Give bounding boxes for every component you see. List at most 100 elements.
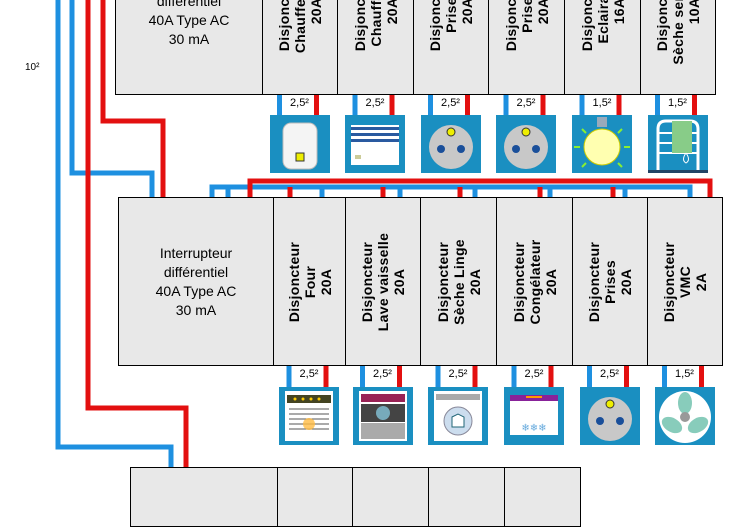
label-line: 20A [459,0,475,24]
label-line: 30 mA [175,301,217,318]
wire-gauge-label: 2,5² [299,368,319,380]
wire-gauge-label: 2,5² [290,97,309,109]
circuit-breaker [504,467,581,527]
differential-switch [130,467,278,527]
label-line: Disjoncteur [661,241,677,322]
differential-switch: Interrupteur différentiel 40A Type AC 30 mA [118,197,274,366]
wire-gauge-label: 2,5² [365,97,385,109]
label-line: Disjoncteur [285,241,302,322]
light-bulb-icon [572,115,632,173]
label-line: différentiel [163,263,229,280]
label-line: Sèche Linge [450,238,467,325]
label-line: Prises [602,259,618,304]
differential-switch-label: Interrupteur différentiel 40A Type AC 30 mA [119,244,273,320]
circuit-breaker [428,467,505,527]
label-line: Disjoncteur [578,0,595,51]
svg-text:❄❄❄: ❄❄❄ [521,423,546,434]
label-line: Disjoncteur [586,241,602,322]
label-line: 20A [534,0,551,24]
label-line: Disjoncteur [654,0,670,51]
label-line: Chauffe-eau [292,0,308,53]
wire-gauge-label: 2,5² [373,368,392,380]
label-line: Disjoncteur [351,0,368,51]
wire-gauge-label: 2,5² [600,368,619,380]
label-line: 20A [618,268,634,295]
label-line: 2A [693,272,709,291]
freezer-icon: ❄❄❄ [504,387,564,445]
label-line: Prises [518,0,535,33]
wire-gauge-label: 1,5² [668,97,687,109]
wire-gauge-label: 2,5² [516,97,536,109]
phase-feeder-bottom [85,0,189,470]
label-line: Sèche serviette [670,0,686,65]
outlet-icon [420,115,481,173]
fan-icon [654,387,715,445]
wire-gauge-label: 1,5² [592,97,612,109]
label-line: Disjoncteur [276,0,292,51]
label-line: Interrupteur [159,244,233,261]
main-cable-gauge-label: 10² [25,62,40,73]
label-line: différentiel [156,0,222,9]
outlet-icon [496,115,556,173]
wire-gauge-label: 2,5² [448,368,468,380]
radiator-icon [345,115,405,173]
label-line: Four [301,265,318,298]
label-line: 20A [391,268,407,295]
label-line: 16A [610,0,627,24]
phase-bus-middle [247,178,713,200]
phase-feeder-middle [100,0,166,200]
label-line: 20A [317,268,334,295]
label-line: Chauffage [367,0,384,47]
neutral-bus-middle [209,184,693,200]
label-line: Disjoncteur [427,0,443,51]
label-line: 10A [686,0,702,24]
label-line: 30 mA [168,30,210,47]
dryer-icon [428,387,488,445]
label-line: Eclairage [594,0,611,43]
label-line: 20A [308,0,324,24]
wire-gauge-label: 1,5² [675,368,694,380]
label-line: 20A [542,268,559,295]
label-line: Congélateur [526,239,543,324]
circuit-breaker [352,467,429,527]
label-line: Disjoncteur [434,241,451,322]
dishwasher-icon [352,387,413,445]
outlet-icon [579,387,640,445]
oven-icon [279,387,339,445]
label-line: Disjoncteur [510,241,527,322]
label-line: Disjoncteur [359,241,375,322]
label-line: 20A [466,268,483,295]
label-line: 40A Type AC [148,11,230,28]
label-line: 20A [383,0,400,24]
label-line: Disjoncteur [502,0,519,51]
water-heater-icon [269,115,330,173]
label-line: 40A Type AC [155,282,237,299]
wire-gauge-label: 2,5² [441,97,460,109]
label-line: Lave vaisselle [375,232,391,331]
label-line: Prises [443,0,459,33]
neutral-feeder-middle [69,0,155,200]
